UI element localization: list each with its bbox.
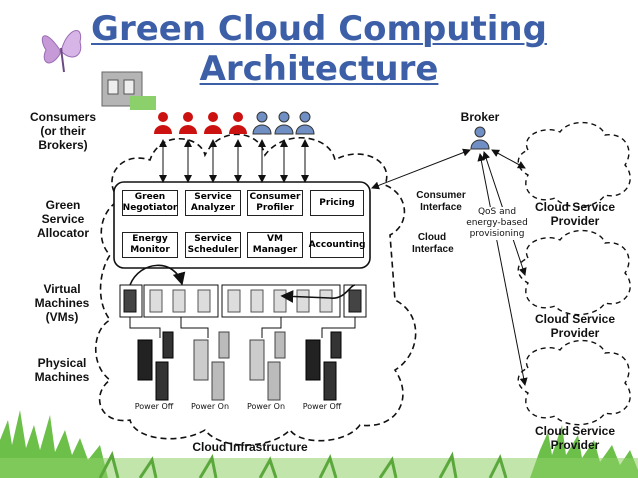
power-state-2: Power On xyxy=(190,402,230,411)
box-icon xyxy=(101,71,156,110)
label-provider-3: Cloud Service Provider xyxy=(534,424,616,452)
power-state-4: Power Off xyxy=(302,402,342,411)
user-icon xyxy=(252,111,272,135)
label-physical: Physical Machines xyxy=(34,356,90,384)
physical-machines xyxy=(137,331,342,401)
user-icon xyxy=(295,111,315,135)
title-line2: Architecture xyxy=(199,49,439,89)
module-vm-manager: VM Manager xyxy=(247,232,303,258)
butterfly-icon xyxy=(41,30,82,73)
label-cloud-interface: Cloud Interface xyxy=(412,232,454,255)
module-pricing: Pricing xyxy=(310,190,364,216)
module-green-negotiator: Green Negotiator xyxy=(122,190,178,216)
module-service-scheduler: Service Scheduler xyxy=(185,232,241,258)
module-consumer-profiler: Consumer Profiler xyxy=(247,190,303,216)
label-cloud-infra: Cloud Infrastructure xyxy=(192,440,308,454)
title-line1: Green Cloud Computing xyxy=(91,9,547,49)
label-consumer-interface: Consumer Interface xyxy=(416,190,466,213)
user-icon xyxy=(229,112,247,134)
label-provider-2: Cloud Service Provider xyxy=(534,312,616,340)
label-provider-1: Cloud Service Provider xyxy=(534,200,616,228)
user-icon xyxy=(179,112,197,134)
provider-cloud-3 xyxy=(517,339,631,426)
user-icon xyxy=(204,112,222,134)
user-icons xyxy=(154,111,315,135)
provider-cloud-2 xyxy=(517,229,631,316)
label-green-allocator: Green Service Allocator xyxy=(36,198,89,240)
label-broker: Broker xyxy=(460,110,500,124)
user-icon xyxy=(154,112,172,134)
label-qos: QoS and energy-based provisioning xyxy=(462,207,532,240)
vm-group-1 xyxy=(119,284,143,318)
cloud-infrastructure-outline xyxy=(95,133,417,446)
broker-icon xyxy=(470,126,490,150)
module-accounting: Accounting xyxy=(309,232,365,258)
allocator-frame xyxy=(113,181,371,269)
power-state-1: Power Off xyxy=(134,402,174,411)
label-consumers: Consumers (or their Brokers) xyxy=(29,110,97,152)
user-icon xyxy=(274,111,294,135)
grass-decoration xyxy=(0,410,638,478)
vm-icons xyxy=(123,289,362,313)
module-energy-monitor: Energy Monitor xyxy=(122,232,178,258)
label-vms: Virtual Machines (VMs) xyxy=(34,282,90,324)
provider-cloud-1 xyxy=(517,121,631,208)
migration-arrow-2 xyxy=(280,284,356,303)
power-state-3: Power On xyxy=(246,402,286,411)
migration-arrow-1 xyxy=(129,264,186,286)
module-service-analyzer: Service Analyzer xyxy=(185,190,241,216)
